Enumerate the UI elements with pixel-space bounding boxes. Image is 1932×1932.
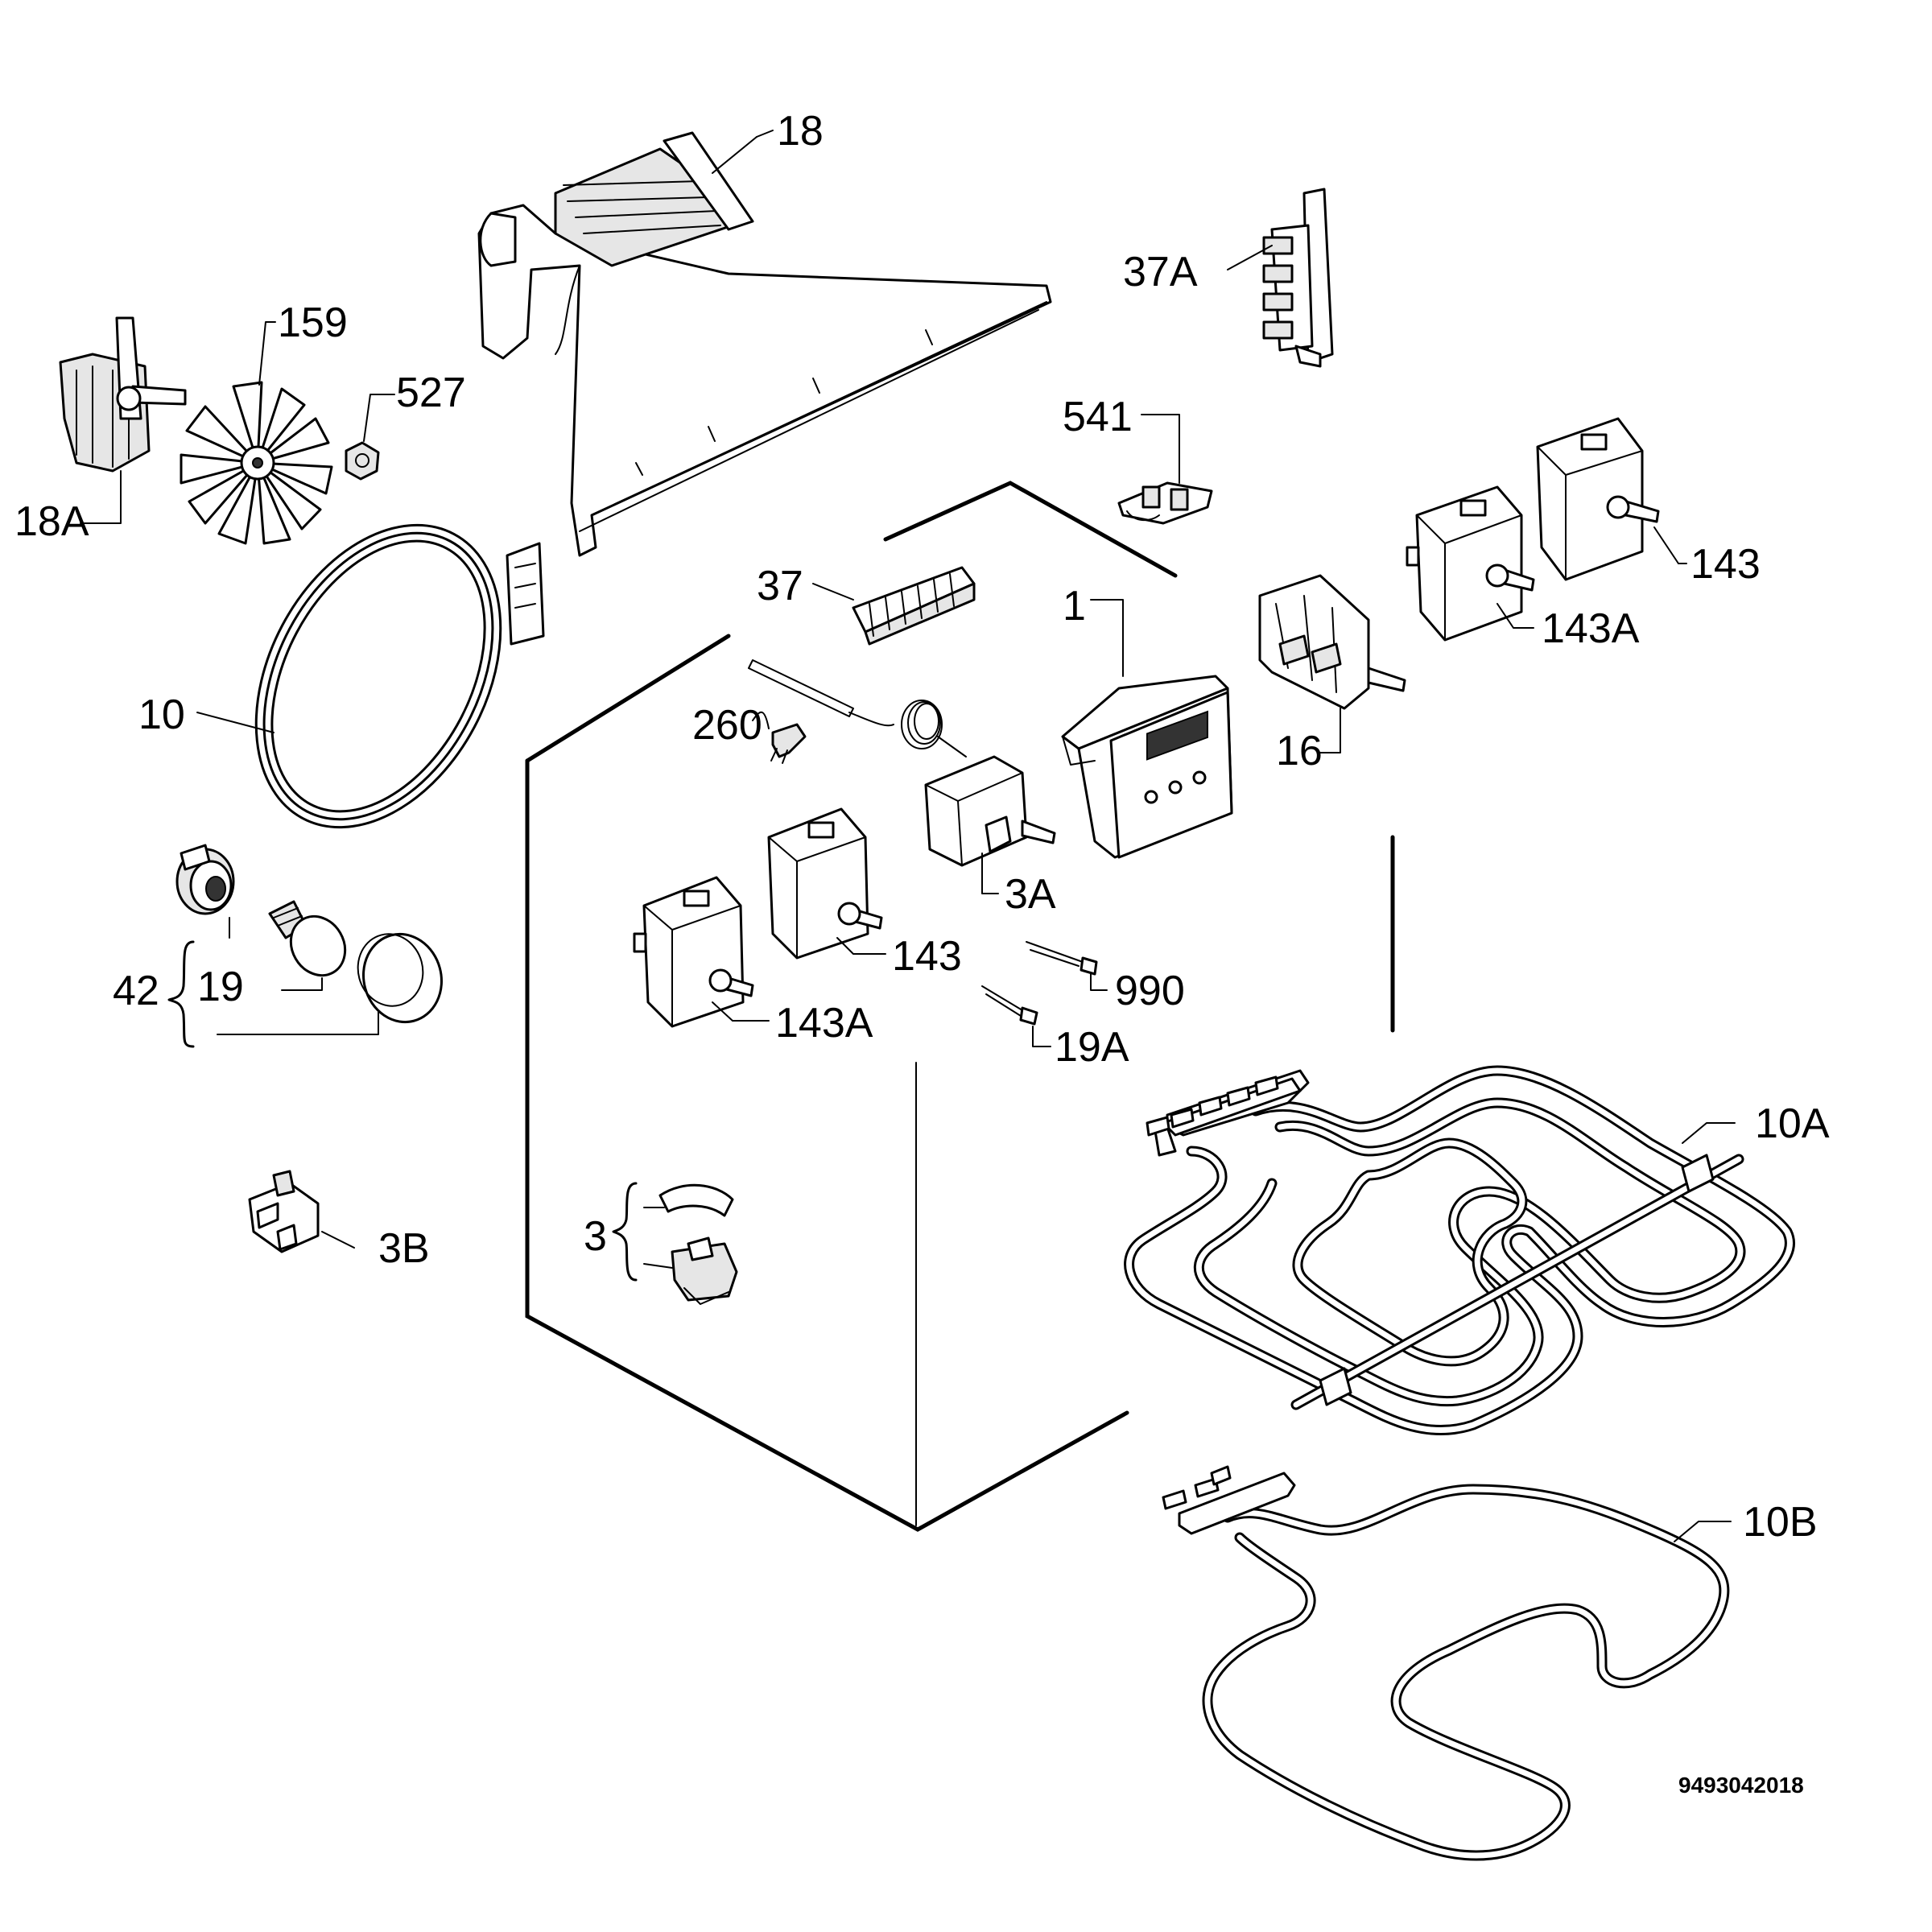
label-37: 37 <box>757 563 803 609</box>
energy-regulator-right-143 <box>1536 417 1660 581</box>
electronic-timer-1 <box>1061 675 1233 859</box>
fan-nut <box>345 441 380 481</box>
label-159: 159 <box>278 299 348 346</box>
label-19a: 19A <box>1055 1024 1129 1071</box>
label-1: 1 <box>1063 583 1086 630</box>
safety-thermostat-3 <box>658 1183 738 1305</box>
label-19: 19 <box>197 964 244 1010</box>
grill-element-terminals <box>1146 1075 1279 1137</box>
label-16: 16 <box>1276 728 1323 774</box>
thermostat-3a <box>924 755 1056 867</box>
fan-wheel <box>180 381 333 545</box>
label-3a: 3A <box>1005 871 1056 918</box>
lamp-holder <box>175 844 235 915</box>
drawing-number: 9493042018 <box>1678 1773 1804 1798</box>
label-37a: 37A <box>1123 249 1198 295</box>
label-527: 527 <box>396 369 466 416</box>
label-18a: 18A <box>14 498 89 545</box>
capillary-probe <box>748 659 967 758</box>
oven-body-outline <box>525 481 1395 1532</box>
probe-clip-260 <box>770 723 807 764</box>
fan-housing-duct <box>477 131 1052 557</box>
bottom-heating-element-10b <box>1162 1465 1730 1861</box>
label-143a-center: 143A <box>775 1000 873 1046</box>
label-990: 990 <box>1115 968 1185 1014</box>
wire-990 <box>1026 941 1098 976</box>
grill-heating-element-10a <box>1124 1065 1795 1436</box>
label-143a-right: 143A <box>1542 605 1640 652</box>
lamp-bulb-19 <box>268 900 347 977</box>
fan-duct-tabs <box>635 329 933 476</box>
terminal-block-37a <box>1262 188 1334 368</box>
label-541: 541 <box>1063 394 1133 440</box>
circular-heating-element-10 <box>254 523 545 829</box>
lamp-cover <box>357 932 444 1024</box>
label-143-center: 143 <box>892 933 962 980</box>
fan-motor <box>59 316 187 473</box>
label-3b: 3B <box>378 1225 430 1272</box>
label-260: 260 <box>692 702 762 749</box>
label-10a: 10A <box>1755 1100 1830 1147</box>
thermal-fuse-3b <box>248 1170 320 1253</box>
energy-regulator-center-143a <box>633 876 754 1028</box>
label-3: 3 <box>584 1213 607 1260</box>
label-10: 10 <box>138 691 185 738</box>
energy-regulator-right-143a <box>1406 485 1535 642</box>
wire-19a <box>981 985 1038 1026</box>
label-18: 18 <box>777 108 824 155</box>
energy-regulator-center-143 <box>767 807 883 960</box>
terminal-block-37 <box>852 566 976 646</box>
label-10b: 10B <box>1743 1499 1818 1546</box>
label-143-right: 143 <box>1690 541 1761 588</box>
connector-541 <box>1117 481 1213 525</box>
selector-switch-16 <box>1258 574 1406 710</box>
label-42: 42 <box>113 968 159 1014</box>
